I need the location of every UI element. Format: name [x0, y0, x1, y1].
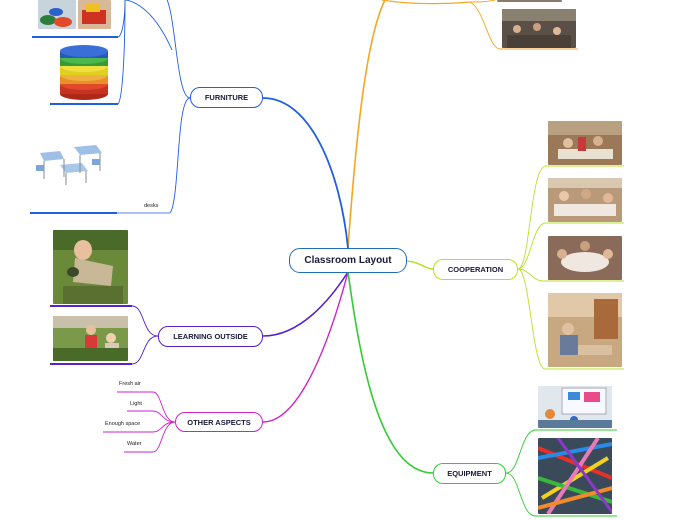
topic-other-aspects[interactable]: OTHER ASPECTS — [175, 412, 263, 432]
topic-cooperation-label: COOPERATION — [447, 265, 504, 274]
colorful-cushions-photo-2 — [78, 0, 111, 29]
children-in-garden-photo — [53, 316, 128, 361]
subtopic-water[interactable]: Water — [127, 441, 142, 447]
modular-desks-photo — [30, 139, 112, 187]
library-students-photo — [548, 293, 622, 367]
topic-learning-outside-label: LEARNING OUTSIDE — [173, 332, 248, 341]
topic-cooperation[interactable]: COOPERATION — [433, 259, 518, 280]
classroom-photo-top — [497, 0, 562, 2]
classroom-photo — [502, 9, 576, 48]
central-topic-label: Classroom Layout — [304, 255, 392, 266]
stacked-seat-cushions-photo — [55, 44, 113, 102]
central-topic[interactable]: Classroom Layout — [289, 248, 407, 273]
topic-other-aspects-label: OTHER ASPECTS — [187, 417, 251, 427]
colorful-cushions-photo — [38, 0, 76, 29]
group-work-photo — [548, 121, 622, 165]
students-collaborating-photo — [548, 178, 622, 222]
topic-learning-outside[interactable]: LEARNING OUTSIDE — [158, 326, 263, 347]
topic-furniture-label: FURNITURE — [204, 93, 249, 102]
round-table-group-photo — [548, 236, 622, 280]
subtopic-fresh-air[interactable]: Fresh air — [119, 381, 141, 387]
topic-furniture[interactable]: FURNITURE — [190, 87, 263, 108]
child-exploring-outdoors-photo — [53, 230, 128, 304]
subtopic-enough-space[interactable]: Enough space — [105, 421, 141, 427]
subtopic-light[interactable]: Light — [130, 401, 142, 407]
subtopic-desks[interactable]: desks — [144, 203, 159, 209]
smartboard-classroom-photo — [538, 386, 612, 428]
topic-equipment[interactable]: EQUIPMENT — [433, 463, 506, 484]
colored-pencils-photo — [538, 438, 612, 514]
topic-equipment-label: EQUIPMENT — [447, 469, 492, 478]
